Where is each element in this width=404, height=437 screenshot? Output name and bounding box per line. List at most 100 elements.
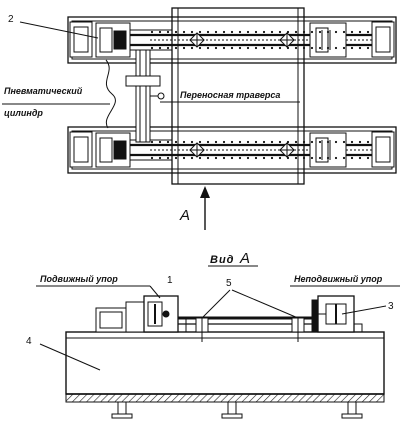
movable-stop-label: Подвижный упор — [40, 274, 118, 284]
rail-hole — [222, 140, 226, 144]
rail-hole — [358, 156, 362, 160]
rail-hole — [358, 140, 362, 144]
callout-4-label: 4 — [26, 336, 32, 347]
rail-hole — [214, 140, 218, 144]
rail-hole — [262, 46, 266, 50]
view-arrow-head — [200, 186, 210, 198]
rail-hole — [350, 46, 354, 50]
rail-hole — [158, 46, 162, 50]
rail-hole — [190, 30, 194, 34]
rail-hole — [334, 46, 338, 50]
rail-hole — [334, 156, 338, 160]
arrow-A-label: A — [179, 207, 190, 224]
rail-hole — [206, 140, 210, 144]
rail-hole — [150, 46, 154, 50]
rail-hole — [222, 46, 226, 50]
rail-hole — [246, 46, 250, 50]
rail-hole — [182, 156, 186, 160]
rail-hole — [318, 156, 322, 160]
leader-2 — [19, 21, 99, 39]
rail-hole — [326, 46, 330, 50]
plan-view — [2, 7, 397, 230]
rail-hole — [182, 140, 186, 144]
rail-hole — [278, 30, 282, 34]
rail-hole — [166, 140, 170, 144]
rail-hole — [166, 156, 170, 160]
rail-hole — [310, 156, 314, 160]
rail-hole — [326, 30, 330, 34]
rail-hole — [198, 46, 202, 50]
rail-hole — [222, 30, 226, 34]
rail-hole — [286, 140, 290, 144]
rail-hole — [262, 140, 266, 144]
rail-hole — [350, 156, 354, 160]
rail-hole — [286, 46, 290, 50]
rail-hole — [302, 30, 306, 34]
rail-hole — [254, 30, 258, 34]
rail-hole — [166, 30, 170, 34]
rail-hole — [198, 156, 202, 160]
rail-hole — [254, 156, 258, 160]
rail-hole — [174, 156, 178, 160]
rail-hole — [278, 140, 282, 144]
view-A-word: Вид — [210, 254, 234, 266]
pneumatic-cylinder-label-line1: Пневматический — [4, 86, 83, 96]
rail-hole — [342, 140, 346, 144]
movable-stop-assembly — [95, 295, 187, 333]
rail-hole — [150, 30, 154, 34]
rail-hole — [206, 156, 210, 160]
rail-hole — [214, 156, 218, 160]
rail-hole — [198, 140, 202, 144]
rail-hole-dots — [150, 30, 370, 160]
rail-hole — [246, 156, 250, 160]
rail-hole — [294, 46, 298, 50]
rail-hole — [230, 30, 234, 34]
rail-hole — [238, 46, 242, 50]
base-block — [65, 331, 385, 395]
rail-hole — [230, 46, 234, 50]
rail-hole — [166, 46, 170, 50]
rail-hole — [158, 156, 162, 160]
rail-hole — [254, 140, 258, 144]
fixed-stop-label: Неподвижный упор — [294, 274, 383, 284]
callout-2-label: 2 — [8, 14, 14, 25]
rail-hole — [174, 46, 178, 50]
rail-hole — [158, 30, 162, 34]
rail-hole — [262, 156, 266, 160]
rail-hole — [318, 140, 322, 144]
rail-hole — [294, 30, 298, 34]
rail-hole — [302, 156, 306, 160]
rail-hole — [366, 140, 370, 144]
rail-hole — [238, 140, 242, 144]
rail-hole — [238, 30, 242, 34]
rail-hole — [182, 46, 186, 50]
rail-hole — [334, 30, 338, 34]
support-feet — [111, 402, 363, 419]
rail-hole — [310, 140, 314, 144]
rail-hole — [214, 30, 218, 34]
rail-hole — [318, 46, 322, 50]
rail-hole — [310, 46, 314, 50]
rail-hole — [286, 30, 290, 34]
rail-supports — [195, 317, 305, 342]
fixed-stop-assembly — [311, 295, 363, 333]
rail-hole — [238, 156, 242, 160]
rail-hole — [182, 30, 186, 34]
rail-hole — [278, 156, 282, 160]
rail-hole — [366, 156, 370, 160]
rail-hole — [366, 46, 370, 50]
rail-hole — [270, 140, 274, 144]
rail-hole — [318, 30, 322, 34]
leader-5a — [201, 289, 231, 319]
rail-hole — [150, 156, 154, 160]
rail-hole — [350, 30, 354, 34]
rail-hole — [302, 46, 306, 50]
rail-hole — [230, 140, 234, 144]
rail-hole — [286, 156, 290, 160]
elevation-view: Вид A — [26, 250, 400, 419]
callout-1-label: 1 — [167, 275, 173, 286]
portable-traverse-bar — [125, 49, 165, 143]
rail-hole — [174, 140, 178, 144]
